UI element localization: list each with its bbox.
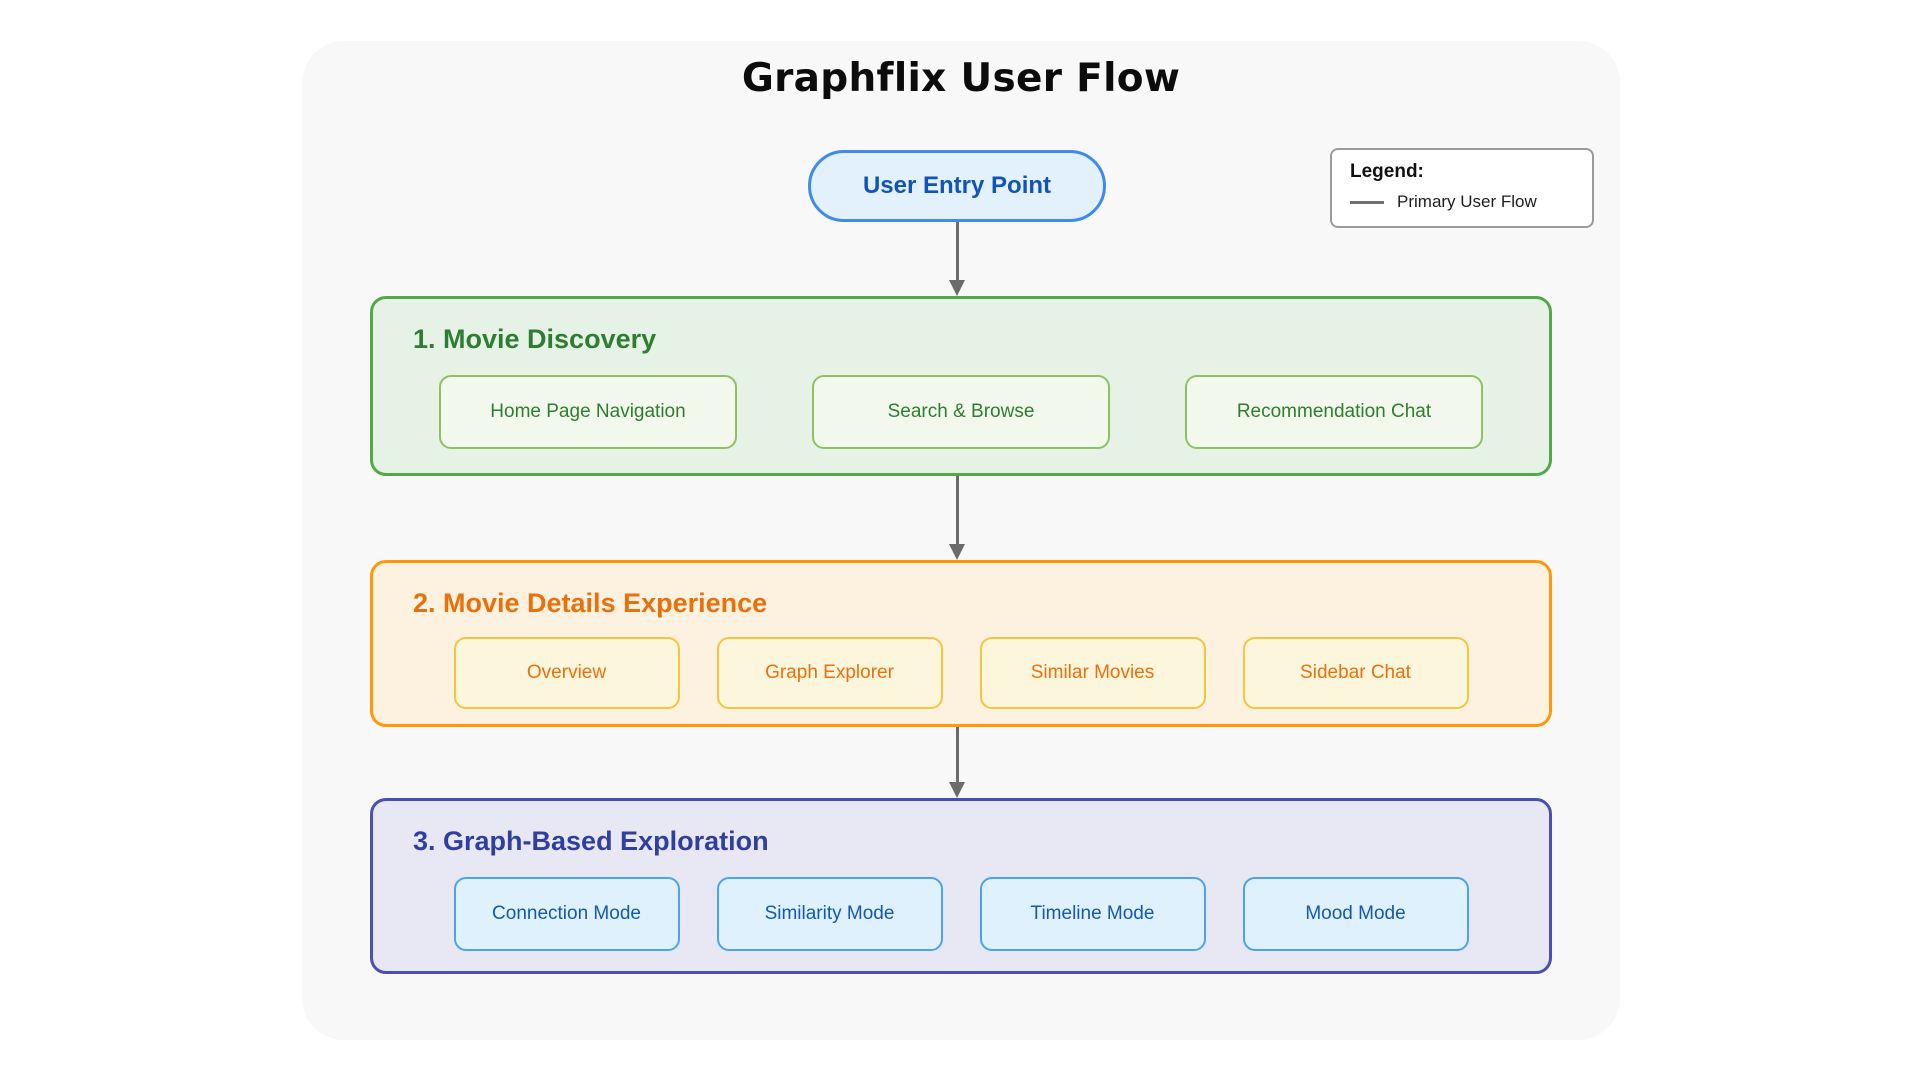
node-overview: Overview — [453, 637, 680, 709]
section-movie-discovery: 1. Movie Discovery Home Page Navigation … — [370, 296, 1552, 476]
node-similarity-mode: Similarity Mode — [716, 877, 943, 951]
section-graph-based-exploration: 3. Graph-Based Exploration Connection Mo… — [370, 798, 1552, 974]
arrow-shaft — [955, 222, 959, 280]
node-search-and-browse: Search & Browse — [812, 375, 1110, 449]
legend: Legend: Primary User Flow — [1330, 148, 1594, 228]
flow-arrow-entry-to-discovery — [949, 222, 965, 296]
arrow-shaft — [955, 476, 959, 544]
arrow-shaft — [955, 727, 959, 782]
node-sidebar-chat: Sidebar Chat — [1242, 637, 1469, 709]
flow-arrow-discovery-to-details — [949, 476, 965, 560]
section-movie-details-experience: 2. Movie Details Experience Overview Gra… — [370, 560, 1552, 727]
node-row: Home Page Navigation Search & Browse Rec… — [413, 375, 1509, 449]
page-title: Graphflix User Flow — [741, 56, 1181, 101]
primary-flow-line-swatch — [1350, 200, 1384, 204]
node-mood-mode: Mood Mode — [1242, 877, 1469, 951]
legend-title: Legend: — [1350, 161, 1424, 182]
node-connection-mode: Connection Mode — [453, 877, 680, 951]
node-graph-explorer: Graph Explorer — [716, 637, 943, 709]
section-title: 2. Movie Details Experience — [413, 588, 768, 618]
section-title: 3. Graph-Based Exploration — [413, 826, 769, 856]
user-entry-point-node: User Entry Point — [808, 150, 1106, 222]
flow-arrow-details-to-exploration — [949, 727, 965, 798]
node-home-page-navigation: Home Page Navigation — [439, 375, 737, 449]
node-row: Overview Graph Explorer Similar Movies S… — [413, 637, 1509, 709]
arrow-head-icon — [949, 544, 965, 560]
node-timeline-mode: Timeline Mode — [979, 877, 1206, 951]
legend-item-label: Primary User Flow — [1397, 192, 1537, 211]
node-row: Connection Mode Similarity Mode Timeline… — [413, 877, 1509, 951]
arrow-head-icon — [949, 782, 965, 798]
section-title: 1. Movie Discovery — [413, 324, 657, 354]
node-recommendation-chat: Recommendation Chat — [1185, 375, 1483, 449]
user-entry-point-label: User Entry Point — [862, 172, 1052, 199]
node-similar-movies: Similar Movies — [979, 637, 1206, 709]
arrow-head-icon — [949, 280, 965, 296]
legend-item: Primary User Flow — [1350, 192, 1574, 212]
